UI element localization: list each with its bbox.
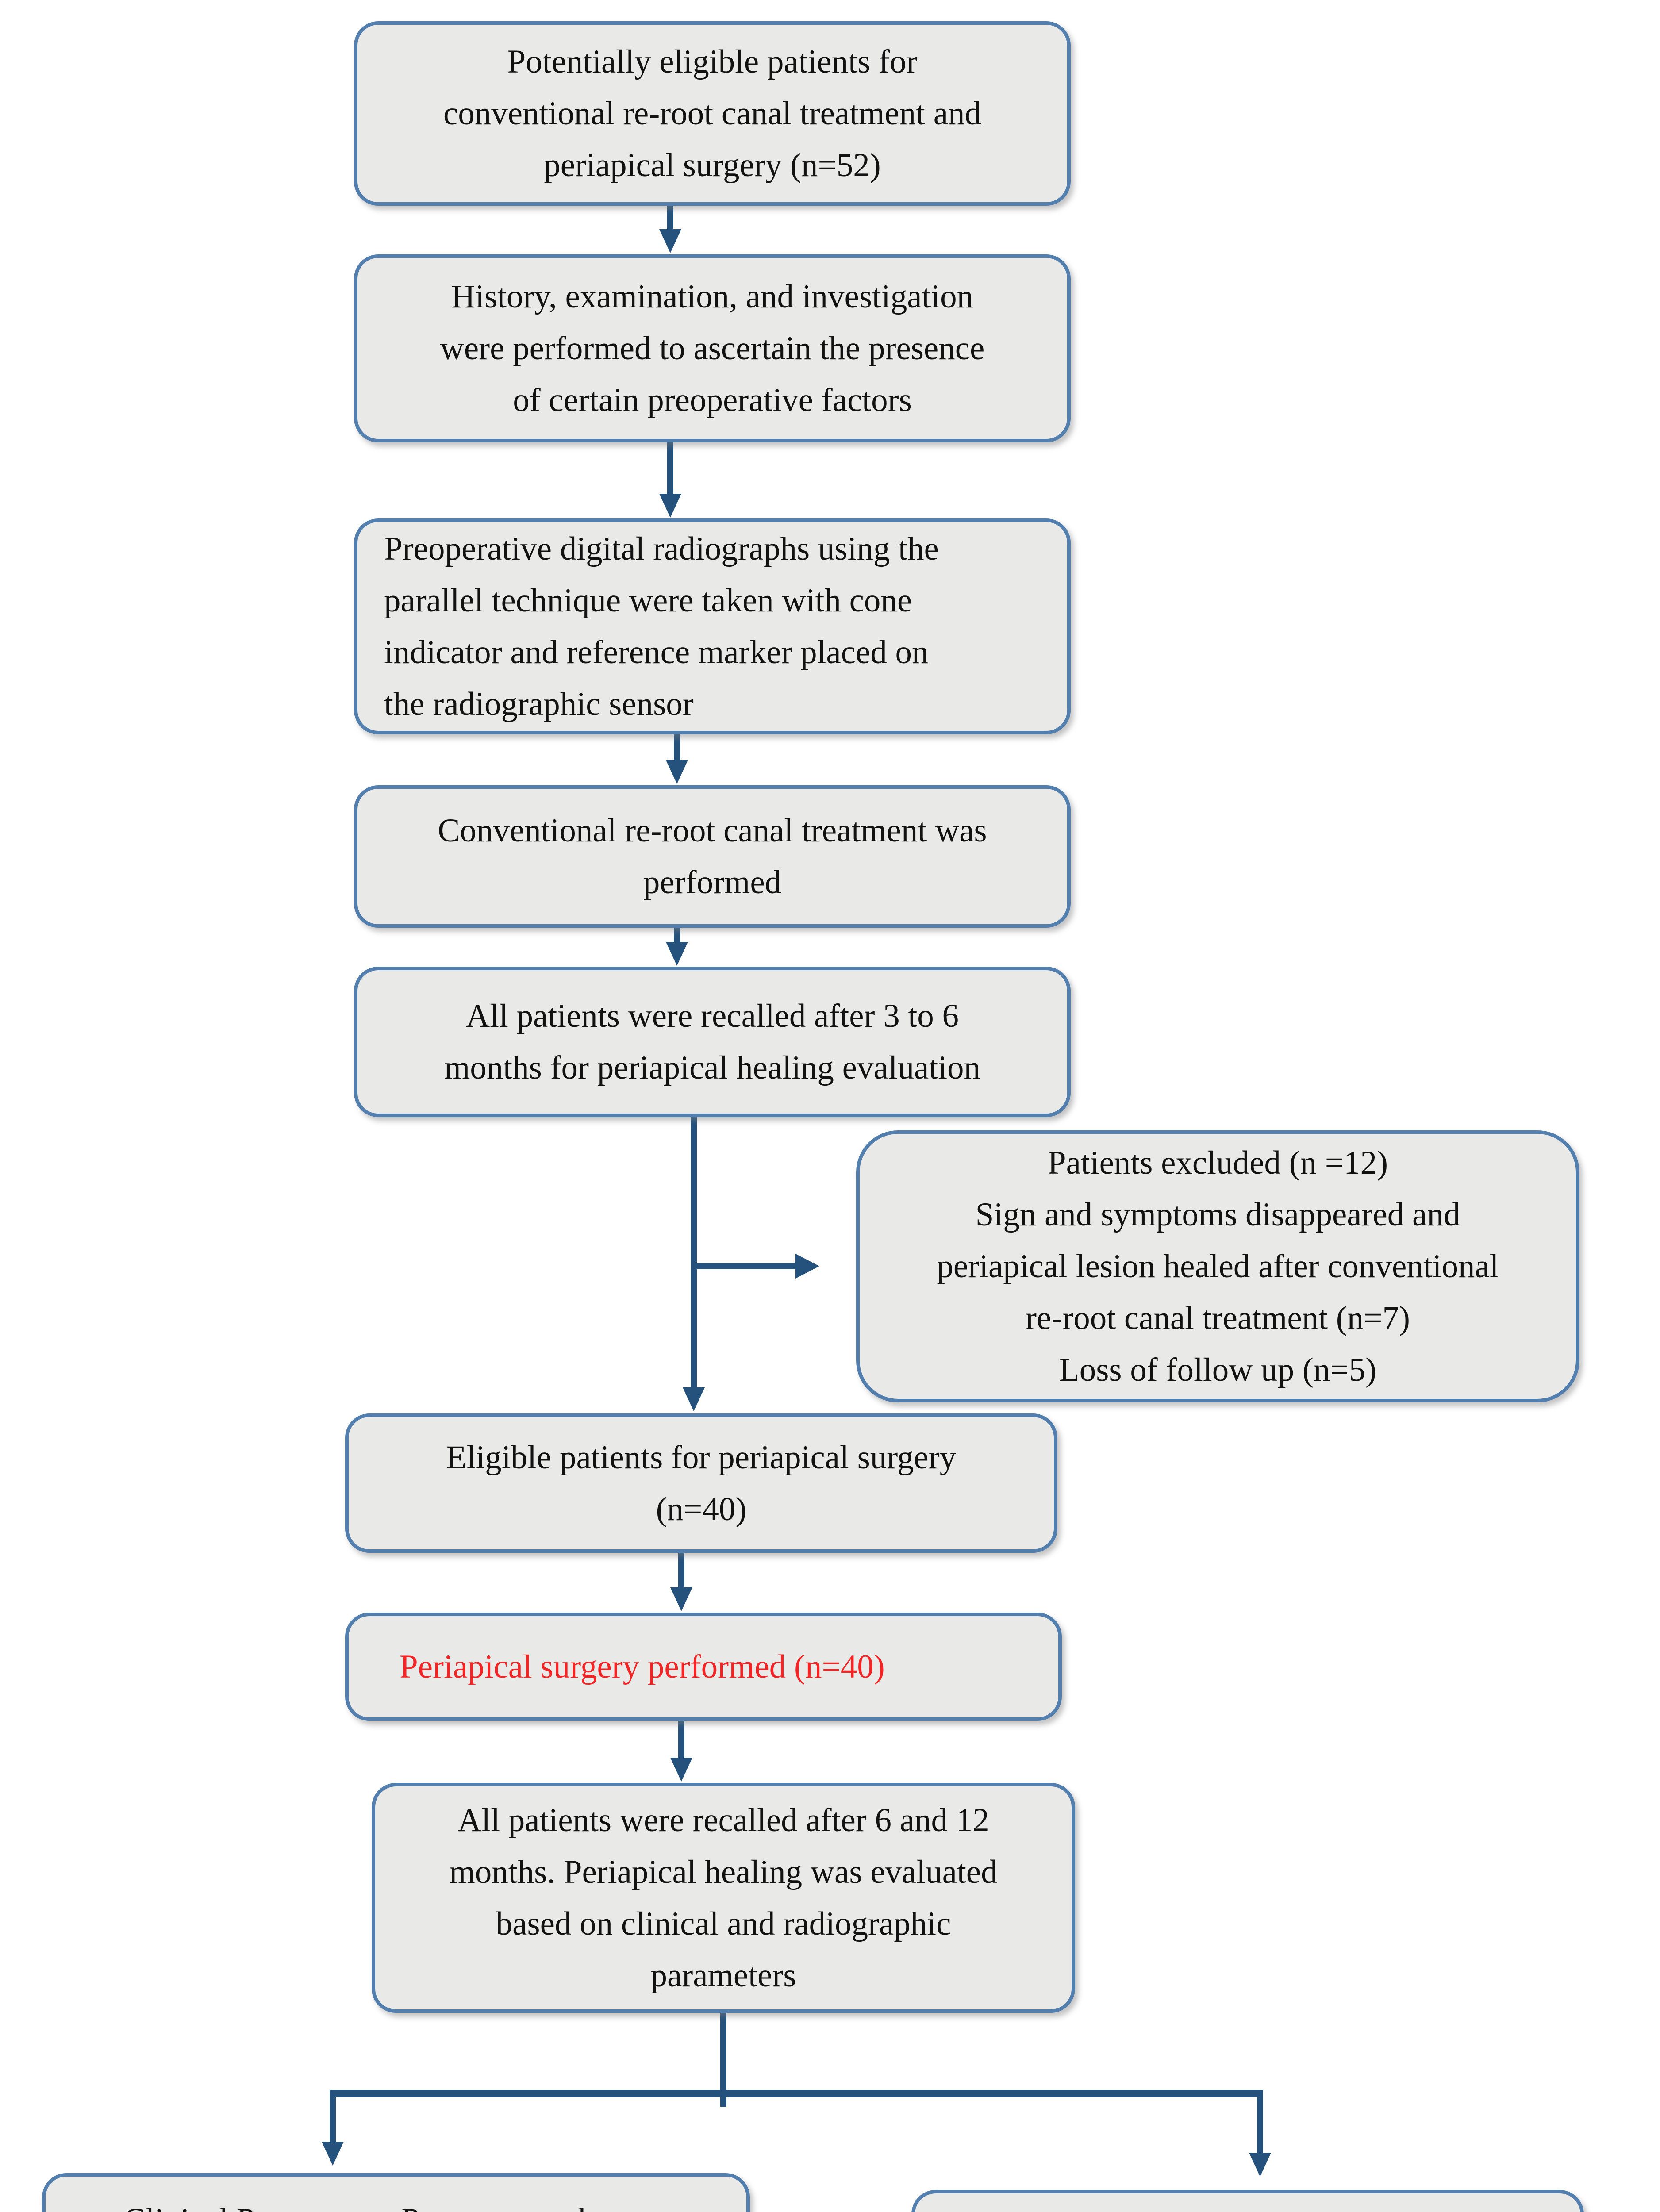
arrow-down-3 [666, 734, 688, 784]
node-clinical-parameters: Clinical Parameters: Presence or absence… [42, 2173, 750, 2212]
branch-connector [330, 2013, 1263, 2107]
arrow-down-4 [666, 928, 688, 966]
exclusion-branch-arrow [694, 1254, 819, 1279]
node-text: Eligible patients for periapical surgery… [446, 1439, 957, 1528]
node-history-examination: History, examination, and investigation … [354, 254, 1071, 442]
arrow-down-6 [670, 1553, 692, 1611]
node-conventional-treatment: Conventional re-root canal treatment was… [354, 785, 1071, 928]
node-eligible-patients: Eligible patients for periapical surgery… [345, 1413, 1057, 1553]
node-potentially-eligible-patients: Potentially eligible patients for conven… [354, 21, 1071, 206]
arrow-down-5 [683, 1117, 705, 1411]
node-text: All patients were recalled after 3 to 6 … [444, 998, 981, 1086]
node-text: History, examination, and investigation … [440, 278, 985, 419]
node-text: Preoperative digital radiographs using t… [384, 530, 939, 722]
node-recall-3-6-months: All patients were recalled after 3 to 6 … [354, 967, 1071, 1117]
node-text: All patients were recalled after 6 and 1… [449, 1802, 998, 1994]
node-radiographic-healing: Radiographic healing was assessed using … [911, 2190, 1584, 2212]
node-text: Potentially eligible patients for conven… [443, 43, 982, 184]
node-text: Patients excluded (n =12) Sign and sympt… [937, 1144, 1499, 1388]
arrow-down-7 [670, 1721, 692, 1782]
node-text: Clinical Parameters: Presence or absence… [46, 2194, 746, 2212]
arrow-to-radiographic [1249, 2097, 1271, 2177]
arrow-to-clinical [322, 2097, 344, 2166]
node-recall-6-12-months: All patients were recalled after 6 and 1… [372, 1783, 1075, 2013]
node-text: Periapical surgery performed (n=40) [400, 1648, 885, 1685]
node-periapical-surgery-performed: Periapical surgery performed (n=40) [345, 1613, 1062, 1721]
node-patients-excluded: Patients excluded (n =12) Sign and sympt… [856, 1130, 1579, 1402]
arrow-down-1 [659, 206, 681, 253]
node-preoperative-radiographs: Preoperative digital radiographs using t… [354, 518, 1071, 734]
node-text: Conventional re-root canal treatment was… [438, 812, 987, 901]
arrow-down-2 [659, 442, 681, 518]
